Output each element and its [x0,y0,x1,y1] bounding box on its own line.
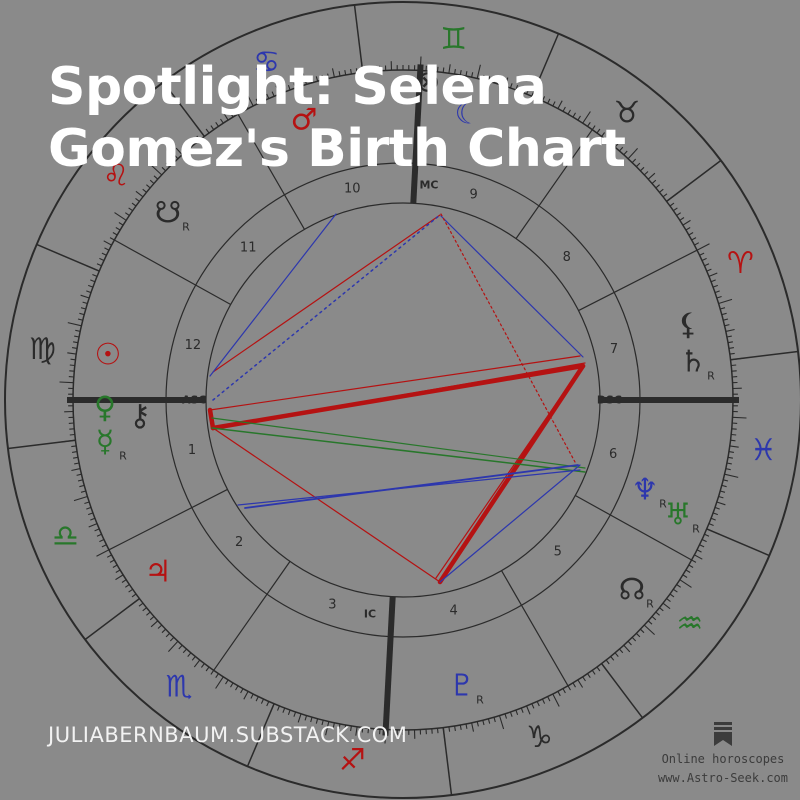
house-number-9: 9 [469,187,477,202]
aspect-line [439,464,581,583]
planet-south-node-icon: ☋ [155,196,182,231]
planet-venus-icon: ♀ [94,391,116,426]
angle-label-descendant: DSC [597,394,622,407]
house-cusp [578,249,698,312]
retrograde-marker: R [119,450,127,463]
sign-sagittarius-icon: ♐ [339,743,366,778]
substack-url: JULIABERNBAUM.SUBSTACK.COM [48,723,408,747]
watermark-line-1: Online horoscopes [661,752,785,766]
retrograde-marker: R [659,498,667,511]
degree-tick-marks [59,56,747,744]
planet-pluto-icon: ♇ [449,669,476,704]
aspect-line [207,407,216,431]
aspect-line [212,362,586,429]
retrograde-marker: R [476,694,484,707]
sign-cancer-icon: ♋ [253,45,280,80]
house-number-2: 2 [235,535,243,550]
house-number-1: 1 [188,443,196,458]
angle-axis [382,596,396,736]
title-line-2: Gomez's Birth Chart [48,119,626,179]
planet-neptune-icon: ♆ [632,473,659,508]
house-number-12: 12 [185,338,202,353]
planet-jupiter-icon: ♃ [145,555,172,590]
aspect-line [237,469,581,506]
house-number-8: 8 [563,250,571,265]
house-number-10: 10 [344,182,361,197]
aspect-lines [207,213,586,585]
house-cusp [108,488,228,551]
angle-label-ascendant: ASC [182,394,207,407]
outer-zodiac-ring [4,1,800,799]
house-cusp [213,561,291,671]
sign-aquarius-icon: ♒ [676,607,703,642]
planet-chiron-icon: ⚷ [129,399,151,434]
sign-capricorn-icon: ♑ [526,720,553,755]
house-cusp [114,239,231,306]
house-number-4: 4 [450,604,458,619]
sign-aries-icon: ♈ [727,246,754,281]
sign-pisces-icon: ♓ [750,433,777,468]
sign-gemini-icon: ♊ [440,22,467,57]
planet-uranus-icon: ♅ [665,498,692,533]
zodiac-signs: ♈ ♉ ♊ ♋ ♌ ♍ ♎ ♏ ♐ ♑ ♒ ♓ [29,22,777,778]
planet-saturn-icon: ♄ [680,345,707,380]
title-line-1: Spotlight: Selena [48,57,547,117]
page-title: Spotlight: Selena Gomez's Birth Chart [48,56,626,180]
angle-labels: ASC DSC MC IC [182,179,622,621]
bookmark-logo-icon [713,722,732,746]
house-number-7: 7 [610,342,618,357]
sign-leo-icon: ♌ [103,158,130,193]
astro-seek-watermark: Online horoscopes www.Astro-Seek.com [658,720,788,788]
planet-fortune-icon: ⊗ [415,65,440,100]
retrograde-marker: R [646,598,654,611]
house-number-5: 5 [554,545,562,560]
aspect-line [244,464,579,509]
house-number-6: 6 [609,447,617,462]
aspect-line [209,213,337,377]
aspect-line [211,417,586,469]
planet-lilith-icon: ⚸ [677,308,699,343]
aspect-line [440,213,576,463]
aspect-line [212,214,441,401]
house-cusp [500,570,569,687]
house-cusps [67,64,739,736]
aspect-line [212,214,441,373]
sign-taurus-icon: ♉ [614,96,641,131]
planet-moon-icon: ☾ [455,97,482,132]
watermark-line-2: www.Astro-Seek.com [657,771,788,785]
house-cusp [237,113,306,230]
aspect-line [440,215,584,358]
house-number-11: 11 [240,240,257,255]
planets: ☉♀☿R⚷♂☾⊗☋R⚸♄R♆R♅R☊R♇R♃ [94,65,715,707]
angle-label-imum-coeli: IC [364,608,376,621]
retrograde-marker: R [182,221,190,234]
degree-ticks [59,56,747,744]
retrograde-marker: R [707,370,715,383]
retrograde-marker: R [692,523,700,536]
planet-north-node-icon: ☊ [619,573,646,608]
sign-libra-icon: ♎ [52,519,79,554]
sign-virgo-icon: ♍ [29,332,56,367]
angle-label-midheaven: MC [419,179,438,192]
aspect-line [212,427,441,583]
planet-sun-icon: ☉ [95,338,122,373]
planet-mars-icon: ♂ [291,103,318,138]
sign-scorpio-icon: ♏ [165,669,192,704]
house-cusp [515,129,593,239]
aspect-line [211,427,586,473]
house-number-3: 3 [328,598,336,613]
angle-axis [410,64,424,204]
planet-ring-inner [165,162,641,638]
house-cusp [575,494,692,561]
aspect-line [209,355,581,411]
planet-mercury-icon: ☿ [96,425,114,460]
